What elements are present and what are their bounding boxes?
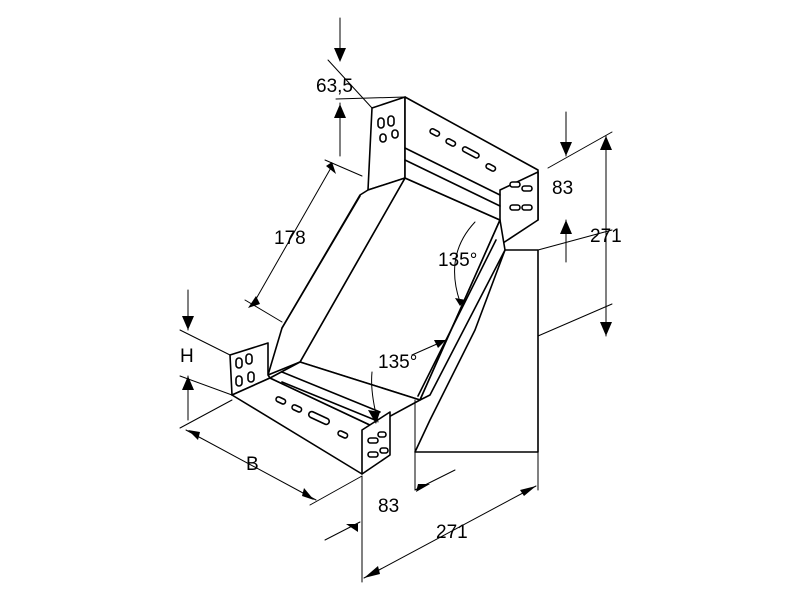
label-straight-length: 178 — [274, 228, 306, 249]
lower-end-floor — [269, 361, 421, 427]
label-height: H — [180, 346, 194, 367]
label-angle-upper: 135° — [438, 250, 477, 271]
tray-body — [229, 96, 539, 475]
dimension-labels: 63,5 178 H B 135° 135° 83 271 83 271 — [180, 76, 622, 543]
upper-end-side — [367, 96, 406, 191]
tray-slots — [235, 115, 533, 458]
label-flange-height: 63,5 — [316, 76, 353, 97]
label-bottom-width: 271 — [436, 522, 468, 543]
label-bottom-offset: 83 — [378, 496, 399, 517]
label-angle-lower: 135° — [378, 352, 417, 373]
dimension-lines — [179, 17, 613, 583]
label-width: B — [246, 454, 259, 475]
label-right-top-offset: 83 — [552, 178, 573, 199]
label-right-height: 271 — [590, 226, 622, 247]
